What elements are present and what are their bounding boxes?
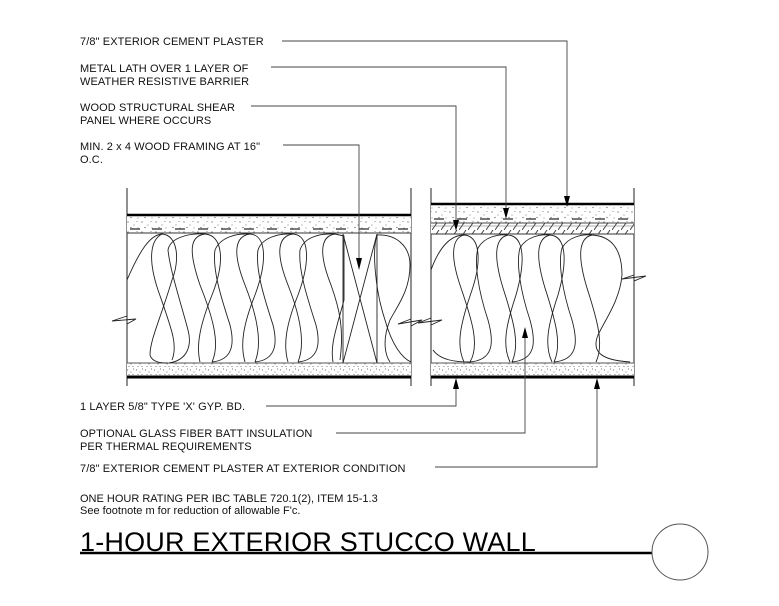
right-wall-section [417, 188, 647, 386]
callout-exterior-plaster: 7/8" EXTERIOR CEMENT PLASTER [80, 36, 264, 49]
callout-text: WEATHER RESISTIVE BARRIER [80, 76, 250, 88]
callout-insulation: OPTIONAL GLASS FIBER BATT INSULATION PER… [80, 428, 312, 454]
footnote-line: See footnote m for reduction of allowabl… [80, 505, 301, 517]
callout-text: 1 LAYER 5/8" TYPE 'X' GYP. BD. [80, 401, 246, 413]
callout-text: MIN. 2 x 4 WOOD FRAMING AT 16" [80, 141, 261, 153]
callout-exterior-condition: 7/8" EXTERIOR CEMENT PLASTER AT EXTERIOR… [80, 463, 406, 476]
callout-text: METAL LATH OVER 1 LAYER OF [80, 63, 249, 75]
leader-arrows [356, 196, 600, 389]
leader-lines [251, 40, 598, 468]
callout-text: WOOD STRUCTURAL SHEAR [80, 102, 236, 114]
callout-text: PER THERMAL REQUIREMENTS [80, 441, 252, 453]
callout-text: 7/8" EXTERIOR CEMENT PLASTER [80, 36, 264, 48]
callout-text: PANEL WHERE OCCURS [80, 115, 212, 127]
callout-text: 7/8" EXTERIOR CEMENT PLASTER AT EXTERIOR… [80, 463, 406, 475]
rating-note: ONE HOUR RATING PER IBC TABLE 720.1(2), … [80, 493, 378, 517]
left-wall-section [111, 188, 423, 386]
callout-shear-panel: WOOD STRUCTURAL SHEAR PANEL WHERE OCCURS [80, 102, 235, 128]
callout-text: O.C. [80, 154, 104, 166]
callout-wood-framing: MIN. 2 x 4 WOOD FRAMING AT 16" O.C. [80, 141, 260, 167]
callout-metal-lath: METAL LATH OVER 1 LAYER OF WEATHER RESIS… [80, 63, 249, 89]
callout-gyp-board: 1 LAYER 5/8" TYPE 'X' GYP. BD. [80, 401, 245, 414]
callout-text: OPTIONAL GLASS FIBER BATT INSULATION [80, 428, 313, 440]
rating-note-line: ONE HOUR RATING PER IBC TABLE 720.1(2), … [80, 493, 378, 505]
detail-reference-bubble [651, 523, 709, 581]
